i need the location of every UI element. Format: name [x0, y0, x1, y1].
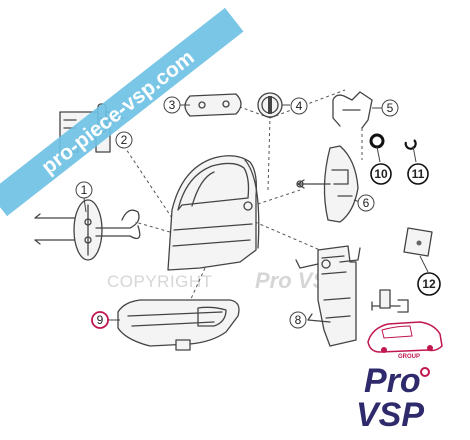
callout-1: 1 [75, 181, 93, 213]
callout-12: 12 [417, 272, 441, 296]
part-circlip [404, 139, 417, 163]
callout-2-label: 2 [121, 133, 128, 147]
callout-5: 5 [381, 99, 399, 117]
copyright-watermark: COPYRIGHT Pro VSP [107, 268, 342, 293]
logo-accent-dot [420, 367, 430, 377]
part-lock-plate [180, 93, 242, 117]
part-lock-mechanism [295, 245, 409, 347]
callout-8-label: 8 [295, 313, 302, 327]
callout-10: 10 [370, 163, 392, 185]
logo-pro-text: Pro [364, 362, 421, 400]
part-ring [369, 133, 385, 163]
callout-8: 8 [289, 311, 307, 329]
part-exterior-handle [296, 145, 361, 223]
brand-logo: GROUP Pro VSP [356, 321, 443, 434]
logo-vsp-text: VSP [356, 396, 424, 434]
callout-6-label: 6 [363, 196, 370, 210]
callout-9-label: 9 [97, 313, 104, 327]
callout-1-label: 1 [81, 183, 88, 197]
callout-9: 9 [91, 311, 109, 329]
callout-5-label: 5 [387, 101, 394, 115]
part-door-panel [167, 155, 260, 271]
logo-group-tag: GROUP [398, 354, 420, 360]
callout-4-label: 4 [296, 99, 303, 113]
part-clip [332, 91, 384, 129]
watermark-copyright-text: COPYRIGHT [107, 272, 213, 291]
part-interior-handle [108, 299, 240, 351]
callout-11: 11 [407, 163, 429, 185]
part-lock-cylinder [257, 92, 290, 118]
part-door-check [34, 199, 141, 261]
callout-2: 2 [115, 131, 133, 149]
callout-3: 3 [163, 96, 181, 114]
leader-lines [119, 89, 363, 313]
callout-6: 6 [357, 194, 375, 212]
callout-12-label: 12 [422, 277, 436, 291]
callout-3-label: 3 [169, 98, 176, 112]
callout-11-label: 11 [412, 167, 425, 181]
callout-10-label: 10 [374, 167, 388, 181]
callout-4: 4 [290, 97, 308, 115]
part-striker-plate [403, 227, 433, 273]
